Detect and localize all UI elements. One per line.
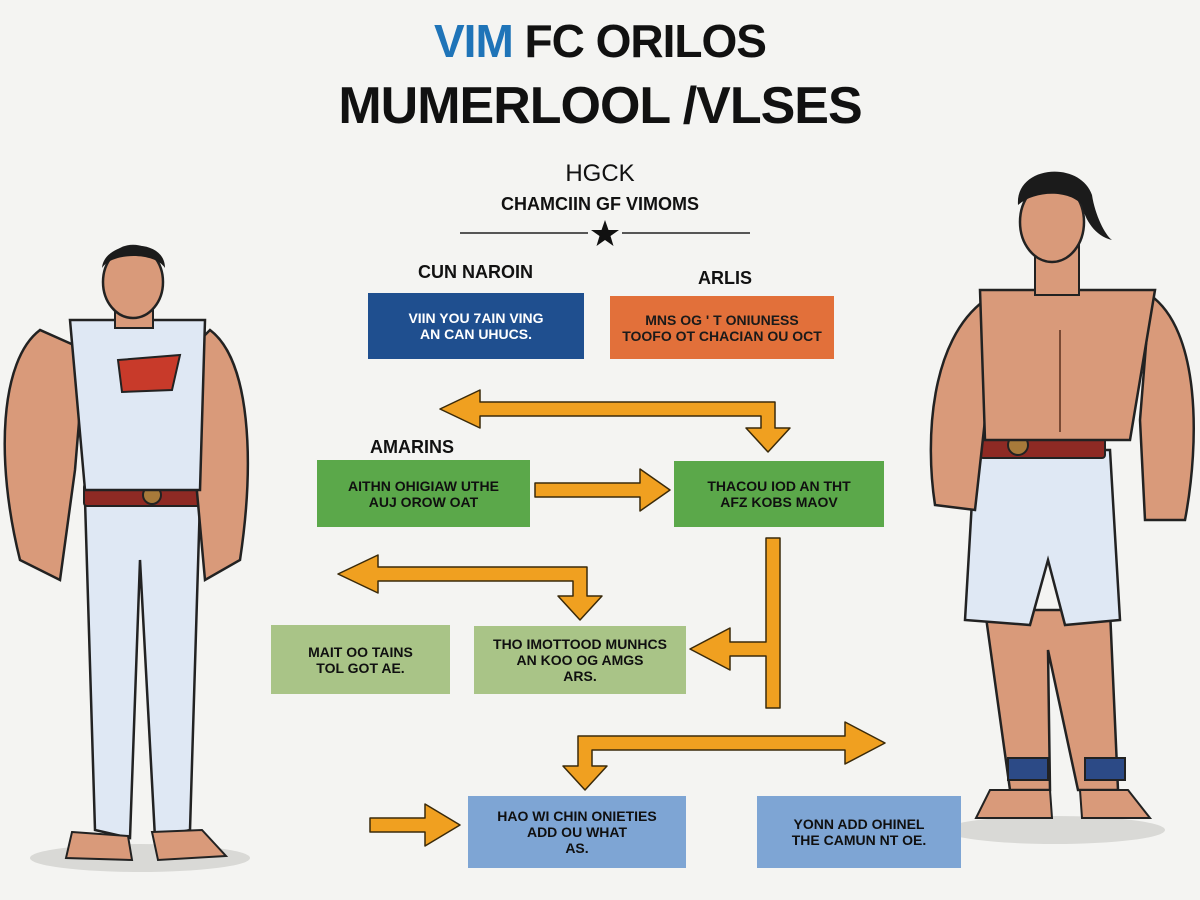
- box-green-right: THACOU IOD AN THT AFZ KOBS MAOV: [674, 461, 884, 527]
- title-accent: VIM: [433, 15, 514, 67]
- box-green-left: AITHN OHIGIAW UTHE AUJ OROW OAT: [317, 460, 530, 527]
- box-lightblue-left: HAO WI CHIN ONIETIES ADD OU WHAT AS.: [468, 796, 686, 868]
- shirtless-hero-figure: [929, 171, 1195, 844]
- arrow-into-bottom-box: [369, 803, 461, 847]
- white-tank-hero-figure: [3, 244, 250, 872]
- right-figure-ankle-band-left: [1007, 757, 1049, 781]
- box-lightblue-right: YONN ADD OHINEL THE CAMUN NT OE.: [757, 796, 961, 868]
- arrow-mid-loop: [337, 554, 603, 621]
- right-figure-arm-left: [929, 297, 987, 512]
- right-figure-foot-right: [1078, 789, 1153, 819]
- left-figure-emblem: [116, 353, 182, 394]
- left-figure-foot-right: [150, 828, 229, 862]
- box-blue-top: VIIN YOU 7AIN VING AN CAN UHUCS.: [368, 293, 584, 359]
- title-rest: FC ORILOS: [512, 15, 767, 67]
- box-olive-mid: THO IMOTTOOD MUNHCS AN KOO OG AMGS ARS.: [474, 626, 686, 694]
- right-figure-shorts: [963, 448, 1122, 627]
- subtitle-secondary: CHAMCIIN GF VIMOMS: [501, 194, 699, 214]
- star-icon: [591, 220, 619, 246]
- box-olive-left: MAIT OO TAINS TOL GOT AE.: [271, 625, 450, 694]
- arrow-bottom-loop: [562, 721, 886, 791]
- label-left-mid: AMARINS: [370, 437, 454, 457]
- left-figure-torso: [68, 318, 207, 492]
- box-orange-top: MNS OG ' T ONIUNESS TOOFO OT CHACIAN OU …: [610, 296, 834, 359]
- page-title-line2: MUMERLOOL /VLSES: [338, 77, 862, 135]
- left-figure-arm-left: [3, 328, 87, 582]
- left-figure-legs: [83, 498, 202, 840]
- flow-arrows: [337, 389, 886, 847]
- left-figure-foot-left: [64, 830, 134, 862]
- right-figure-ankle-band-right: [1084, 757, 1126, 781]
- subtitle: HGCK: [565, 160, 635, 187]
- right-figure-hair: [1017, 171, 1112, 240]
- page-title: VIM FC ORILOS: [0, 14, 1200, 68]
- right-figure-shadow: [945, 816, 1165, 844]
- arrow-down-left: [689, 537, 781, 709]
- arrow-green-to-green: [534, 468, 671, 512]
- left-figure-arm-right: [188, 328, 249, 583]
- left-figure-hair: [102, 245, 165, 268]
- right-figure-torso: [978, 288, 1157, 442]
- right-figure-arm-right: [1138, 292, 1195, 522]
- label-right-top: ARLIS: [698, 268, 752, 288]
- right-figure-foot-left: [974, 789, 1054, 819]
- label-left-top: CUN NAROIN: [418, 262, 533, 282]
- arrow-top-loop: [439, 389, 791, 453]
